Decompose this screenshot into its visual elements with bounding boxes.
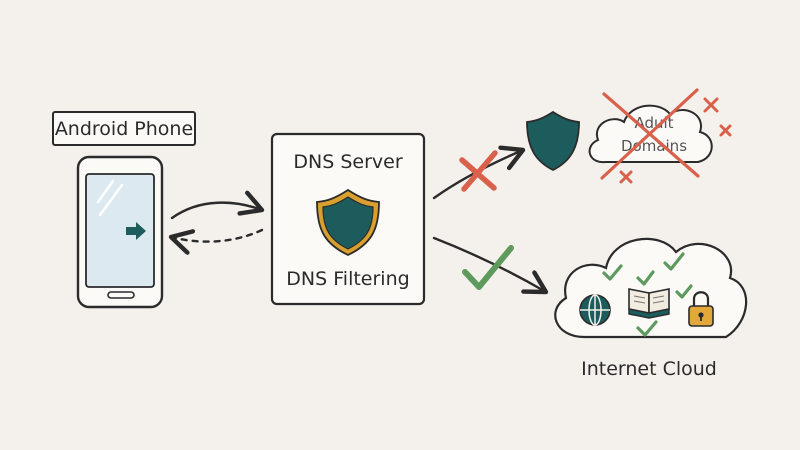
- book-icon: [628, 288, 670, 319]
- globe-icon: [579, 294, 611, 326]
- dns-server-title: DNS Server: [293, 151, 402, 173]
- check-icon: [462, 245, 514, 290]
- allowed-arrow: [432, 236, 549, 295]
- adult-domains-cloud: Adult Domains: [588, 88, 713, 180]
- shield-icon: [316, 188, 380, 256]
- phone-label-box: Android Phone: [52, 111, 196, 146]
- internet-cloud-label: Internet Cloud: [581, 358, 717, 380]
- small-cross-icons: [619, 97, 732, 184]
- query-arrow: [170, 190, 265, 220]
- internet-cloud: [554, 237, 748, 339]
- phone-screen-arrow-icon: [126, 222, 146, 240]
- large-cross-icon: [600, 88, 700, 180]
- blocked-shield-icon: [526, 110, 580, 172]
- phone-label: Android Phone: [55, 118, 193, 140]
- dns-server-box: DNS Server DNS Filtering: [270, 132, 426, 306]
- response-arrow: [168, 228, 264, 255]
- smartphone-icon: [76, 155, 164, 309]
- cross-icon: [459, 150, 498, 192]
- lock-icon: [688, 291, 714, 327]
- small-check-icons: [602, 252, 693, 337]
- dns-filtering-label: DNS Filtering: [286, 268, 409, 290]
